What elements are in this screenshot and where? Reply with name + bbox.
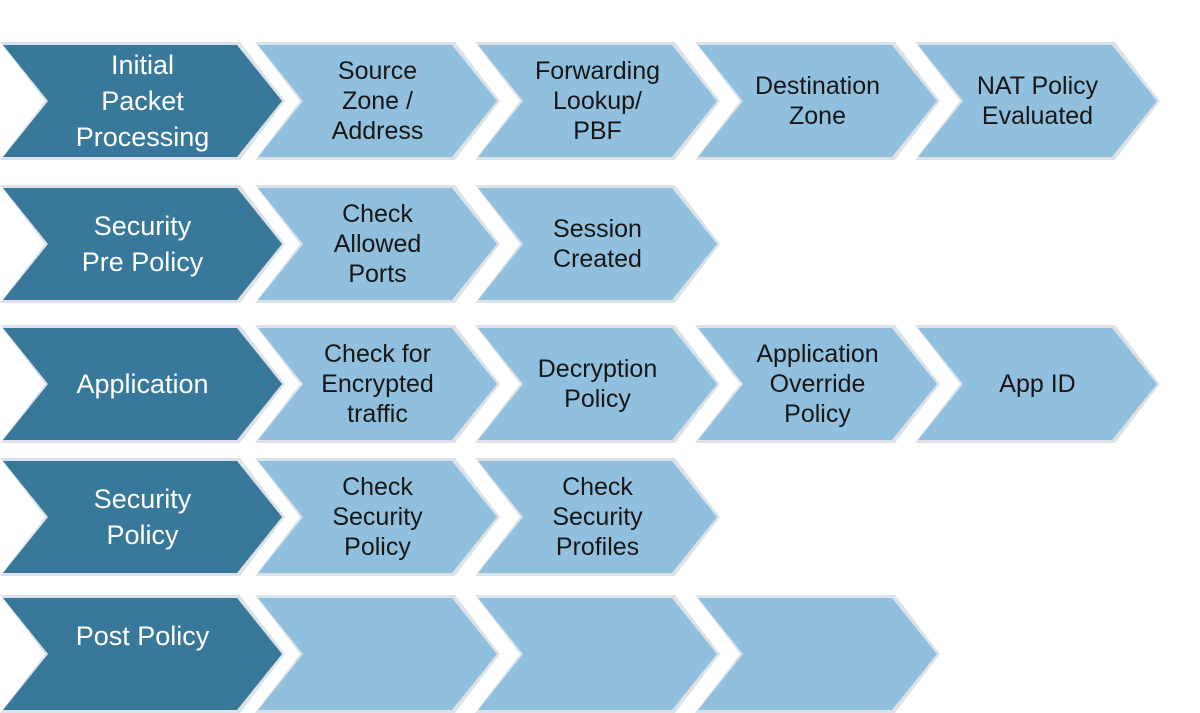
step-label: Forwarding Lookup/ PBF xyxy=(534,57,661,145)
stage-initial-packet-processing: Initial Packet Processing xyxy=(0,42,285,160)
step-session-created: Session Created xyxy=(475,185,720,303)
step-label xyxy=(695,595,940,713)
step-label: Check for Encrypted traffic xyxy=(321,340,434,428)
step-nat-policy-evaluated: NAT Policy Evaluated xyxy=(915,42,1160,160)
step-check-allowed-ports: Check Allowed Ports xyxy=(255,185,500,303)
stage-post-policy: Post Policy xyxy=(0,595,285,713)
step-app-id: App ID xyxy=(915,325,1160,443)
stage-label: Application xyxy=(76,369,209,399)
stage-label: Post Policy xyxy=(75,621,210,651)
stage-application: Application xyxy=(0,325,285,443)
step-post-policy-2 xyxy=(475,595,720,713)
step-label: App ID xyxy=(999,370,1076,398)
step-label: Session Created xyxy=(553,215,642,273)
step-post-policy-1 xyxy=(255,595,500,713)
chevron-fill xyxy=(3,461,282,573)
step-check-security-policy: Check Security Policy xyxy=(255,458,500,576)
step-check-security-profiles: Check Security Profiles xyxy=(475,458,720,576)
step-label: Decryption Policy xyxy=(537,355,658,413)
stage-label: Security Pre Policy xyxy=(81,211,204,277)
chevron-fill xyxy=(3,188,282,300)
step-source-zone-address: Source Zone / Address xyxy=(255,42,500,160)
packet-flow-diagram: Initial Packet Processing Source Zone / … xyxy=(0,0,1200,630)
step-decryption-policy: Decryption Policy xyxy=(475,325,720,443)
step-forwarding-lookup-pbf: Forwarding Lookup/ PBF xyxy=(475,42,720,160)
chevron-fill xyxy=(3,45,282,157)
step-post-policy-3 xyxy=(695,595,940,713)
stage-label: Initial Packet Processing xyxy=(75,50,210,152)
step-label: Application Override Policy xyxy=(756,340,879,428)
step-label xyxy=(255,595,500,713)
step-label: Source Zone / Address xyxy=(331,57,424,145)
step-check-encrypted-traffic: Check for Encrypted traffic xyxy=(255,325,500,443)
step-destination-zone: Destination Zone xyxy=(695,42,940,160)
stage-security-pre-policy: Security Pre Policy xyxy=(0,185,285,303)
stage-label: Security Policy xyxy=(93,484,192,550)
step-label: Check Security Profiles xyxy=(552,473,643,561)
step-label: Destination Zone xyxy=(754,72,881,130)
step-application-override-policy: Application Override Policy xyxy=(695,325,940,443)
step-label: NAT Policy Evaluated xyxy=(976,72,1099,130)
step-label xyxy=(475,595,720,713)
chevron-fill xyxy=(3,328,282,440)
stage-security-policy: Security Policy xyxy=(0,458,285,576)
step-label: Check Allowed Ports xyxy=(333,200,422,288)
step-label: Check Security Policy xyxy=(332,473,423,561)
